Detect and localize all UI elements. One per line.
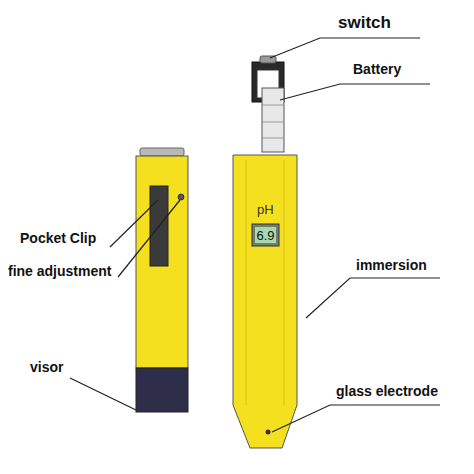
left-pen (136, 148, 188, 412)
part-label: visor (30, 360, 63, 374)
part-label: fine adjustment (8, 264, 111, 278)
part-label: Battery (353, 62, 401, 76)
display-reading: 6.9 (256, 229, 274, 242)
right-pen (233, 56, 297, 448)
leader-lines (70, 38, 440, 432)
part-label: glass electrode (336, 384, 438, 398)
part-label: immersion (356, 258, 427, 272)
part-label: switch (338, 14, 391, 31)
body-marking: pH (257, 203, 274, 216)
part-label: Pocket Clip (20, 231, 96, 245)
